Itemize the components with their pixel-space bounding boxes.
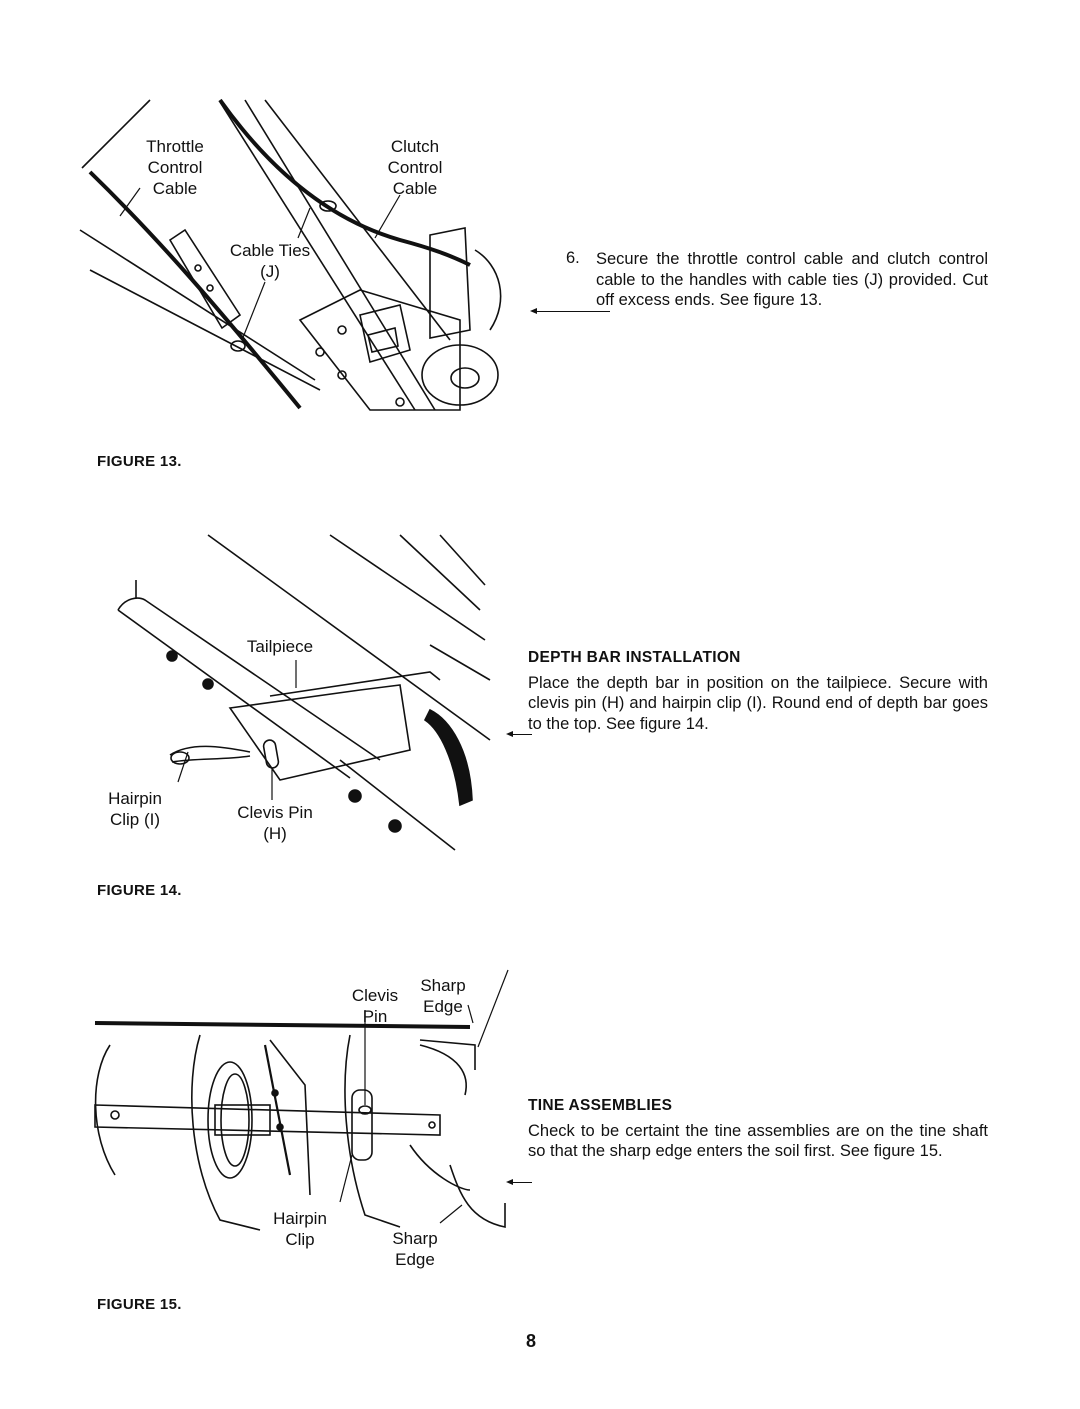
tine-pointer-arrow	[506, 1179, 532, 1185]
tine-assemblies-text: Check to be certaint the tine assemblies…	[528, 1121, 988, 1161]
hairpin-clip-label-fig14: Hairpin Clip (I)	[108, 789, 162, 829]
depth-bar-pointer-arrow	[506, 731, 532, 737]
figure-15-caption: FIGURE 15.	[97, 1296, 182, 1313]
sharp-edge-top-label: Sharp Edge	[420, 976, 466, 1016]
page-number: 8	[526, 1331, 537, 1351]
tine-assemblies-section: TINE ASSEMBLIES Check to be certaint the…	[528, 1096, 988, 1162]
depth-bar-section: DEPTH BAR INSTALLATION Place the depth b…	[528, 648, 988, 734]
depth-bar-heading: DEPTH BAR INSTALLATION	[528, 649, 741, 666]
figure-15-drawing	[94, 969, 509, 1231]
step-6-text: Secure the throttle control cable and cl…	[596, 250, 988, 309]
figure-14-drawing	[117, 534, 491, 851]
sharp-edge-bottom-label: Sharp Edge	[392, 1229, 438, 1269]
step-6-number: 6.	[566, 249, 580, 267]
step-6-pointer-arrow	[530, 308, 610, 314]
clevis-pin-label-fig14: Clevis Pin (H)	[237, 803, 313, 843]
throttle-cable-label: Throttle Control Cable	[146, 137, 204, 198]
figure-13-drawing	[79, 98, 502, 411]
clevis-pin-label-fig15: Clevis Pin	[351, 986, 399, 1026]
figure-13-illustration: Throttle Control Cable Clutch Control Ca…	[70, 90, 510, 430]
figure-13-caption: FIGURE 13.	[97, 453, 182, 470]
figure-14-illustration: Tailpiece Hairpin Clip (I) Clevis Pin (H…	[100, 530, 500, 860]
depth-bar-text: Place the depth bar in position on the t…	[528, 673, 988, 733]
tine-assemblies-heading: TINE ASSEMBLIES	[528, 1097, 673, 1114]
figure-15-illustration: Clevis Pin Sharp Edge Hairpin Clip Sharp…	[90, 965, 510, 1269]
figure-14-caption: FIGURE 14.	[97, 882, 182, 899]
cable-ties-label: Cable Ties (J)	[229, 241, 311, 281]
clutch-cable-label: Clutch Control Cable	[387, 137, 443, 198]
hairpin-clip-label-fig15: Hairpin Clip	[273, 1209, 327, 1249]
tailpiece-label: Tailpiece	[246, 637, 314, 656]
